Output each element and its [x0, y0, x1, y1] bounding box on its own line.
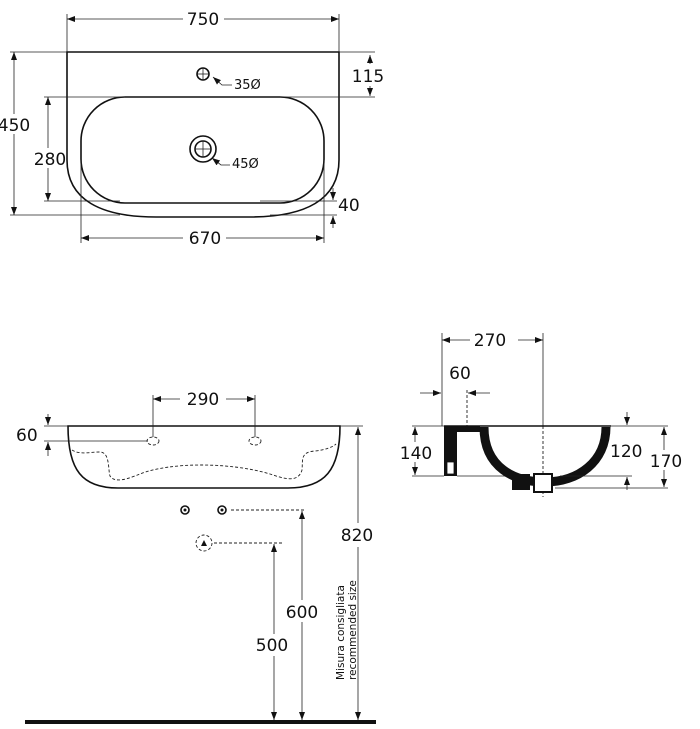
- bowl-width-dimension: 670: [189, 229, 221, 249]
- supply-height-dimension: 600: [286, 603, 318, 623]
- basin-outline-top: [66, 51, 340, 218]
- top-view: 35Ø 45Ø 750 450 280 115 40: [0, 10, 384, 249]
- width-dimension: 750: [187, 10, 219, 30]
- bowl-depth-dimension: 280: [34, 150, 66, 170]
- tap-hole-right: [248, 436, 262, 446]
- front-view: 290 60 600 500 820 Misura consigliata re…: [16, 390, 378, 724]
- supply-valve-right-icon: [217, 505, 227, 515]
- tap-hole-icon: [196, 67, 210, 81]
- drain-hole-icon: [189, 135, 217, 163]
- total-height-dimension: 820: [341, 526, 373, 546]
- bowl-outline-top: [80, 96, 325, 204]
- tap-hole-label: 35Ø: [234, 78, 261, 93]
- hole-height-dimension: 60: [16, 426, 38, 446]
- hole-offset-dimension: 60: [449, 364, 471, 384]
- drain-offset-dimension: 270: [474, 331, 506, 351]
- drain-hole-label: 45Ø: [232, 157, 259, 172]
- wall-height-dimension: 140: [400, 444, 432, 464]
- recommended-note-it: Misura consigliata: [335, 585, 347, 680]
- depth-dimension: 450: [0, 116, 30, 136]
- drain-outlet-section: [512, 474, 530, 490]
- tap-offset-dimension: 115: [352, 67, 384, 87]
- side-view: 270 60 140 120 170: [398, 331, 687, 497]
- bowl-depth-side-dimension: 120: [610, 442, 642, 462]
- total-height-side-dimension: 170: [650, 452, 682, 472]
- waste-outlet-icon: [195, 534, 213, 552]
- recommended-note-en: recommended size: [347, 580, 359, 680]
- floor-line: [25, 720, 376, 724]
- supply-valve-left-icon: [180, 505, 190, 515]
- drain-height-dimension: 500: [256, 636, 288, 656]
- front-margin-dimension: 40: [338, 196, 360, 216]
- tap-hole-left: [146, 436, 160, 446]
- hole-spacing-dimension: 290: [187, 390, 219, 410]
- basin-outline-front: [67, 425, 341, 489]
